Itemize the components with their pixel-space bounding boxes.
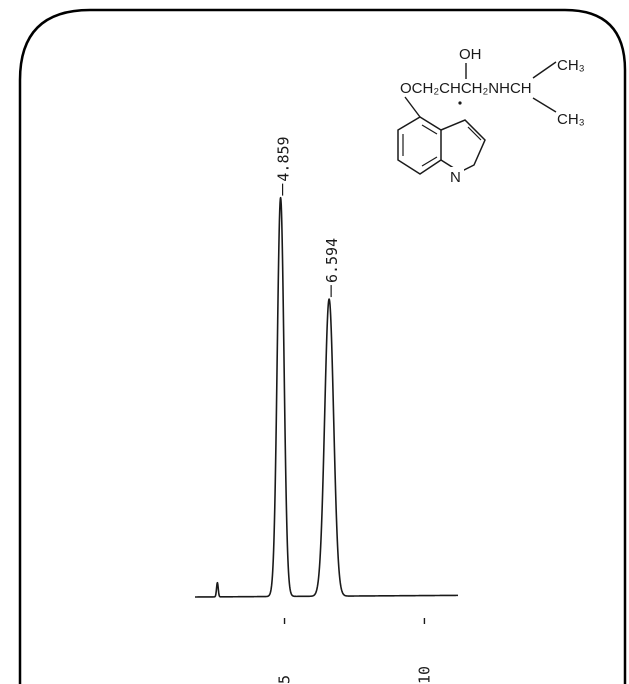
chromatogram-trace [194,196,459,598]
structure-pyrrole-double [467,126,482,141]
structure-chain-label: OCH₂CHCH₂NHCH [400,80,532,97]
structure-ch3-bottom: CH₃ [557,111,585,128]
x-tick-label-1: 5 [276,675,294,684]
structure-oh-label: OH [459,46,482,63]
structure-chiral-dot [458,101,462,105]
chemical-structure: OH OCH₂CHCH₂NHCH CH₃ CH₃ N [397,46,585,186]
peak-label-1: 4.859 [275,136,293,181]
structure-benzene-inner-2 [421,124,438,135]
structure-ch3-top: CH₃ [557,57,585,74]
structure-benzene-inner-3 [421,156,438,167]
structure-benzene-ring [397,116,442,175]
chromatogram: 4.859 6.594 5 10 [194,136,459,684]
structure-o-ring-bond [404,96,421,118]
x-tick-label-2: 10 [415,666,433,684]
structure-n-label: N [450,169,461,186]
structure-methyl-bond-bottom [532,97,557,113]
structure-pyrrole-ring [440,119,486,173]
structure-n-mask [448,167,464,183]
peak-label-2: 6.594 [323,238,341,283]
structure-methyl-bond-top [532,61,557,79]
figure-frame [18,8,627,684]
